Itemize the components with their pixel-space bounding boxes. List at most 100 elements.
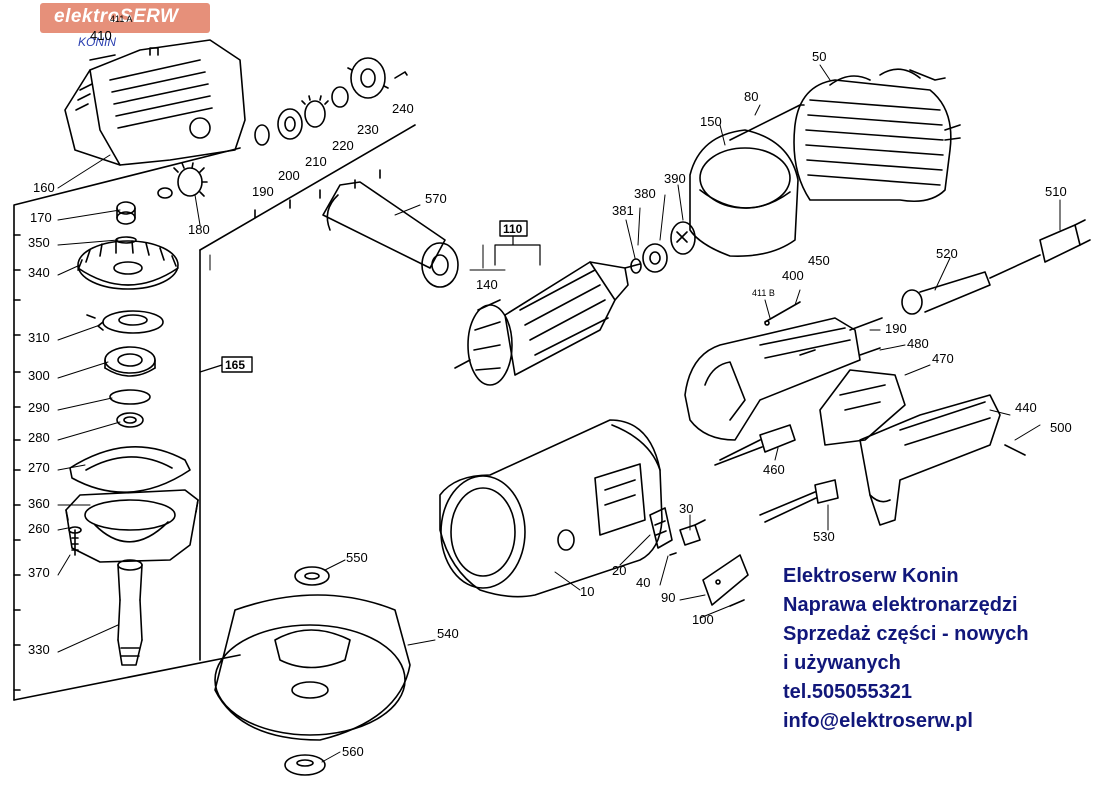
part-label-10: 10 [580,584,594,599]
bracket-110 [494,235,541,266]
part-label-411a: 411 A [110,14,132,24]
part-label-381: 381 [612,203,634,218]
info-company: Elektroserw Konin [783,565,959,587]
cable-clamp-490 [849,317,883,331]
motor-housing [439,419,663,598]
stator [793,68,961,203]
part-label-390: 390 [664,171,686,186]
part-label-550: 550 [346,550,368,565]
part-label-160: 160 [33,180,55,195]
ball-bearing [104,346,156,377]
spindle [117,559,143,666]
wheel-guard [214,594,411,741]
locking-nut [294,566,330,586]
part-label-100: 100 [692,612,714,627]
info-phone: tel.505055321 [783,681,913,703]
ring-170 [157,187,173,199]
screw-240 [394,71,408,79]
spindle-housing [65,446,199,563]
part-label-460: 460 [763,462,785,477]
air-baffle [689,129,799,257]
bearing-380 [642,243,668,273]
part-label-80: 80 [744,89,758,104]
part-label-330: 330 [28,642,50,657]
cable-sleeve [901,271,991,315]
part-label-90: 90 [661,590,675,605]
part-label-290: 290 [28,400,50,415]
ring-220 [331,86,349,108]
washer-190 [254,124,270,146]
handle-half [684,317,861,441]
suppressor [714,424,796,466]
info-parts-sale: Sprzedaż części - nowych [783,623,1029,645]
part-label-350: 350 [28,235,50,250]
part-label-40: 40 [636,575,650,590]
washer-411b [764,320,770,326]
screw-480 [859,347,881,356]
info-email: info@elektroserw.pl [783,710,973,732]
part-label-450: 450 [808,253,830,268]
bushing-350 [116,201,136,225]
part-label-480: 480 [907,336,929,351]
power-cable-plug [989,219,1091,279]
flange-nut [284,754,326,776]
info-parts-used: i używanych [783,652,901,674]
part-label-50: 50 [812,49,826,64]
screw-400 [764,301,801,323]
assembly-bracket-165 [199,124,416,661]
side-handle [322,181,459,288]
brush-holder [649,507,673,549]
logo-text: elektroSERW [54,6,179,27]
part-label-190b: 190 [885,321,907,336]
part-label-220: 220 [332,138,354,153]
logo-subtitle: KONIN [78,35,117,49]
bevel-gear [77,240,179,290]
part-label-110: 110 [503,222,523,236]
part-labels: 160 170 350 340 310 300 290 280 270 360 … [28,14,1072,759]
part-label-530: 530 [813,529,835,544]
part-label-411b: 411 B [752,288,775,298]
handle-cover [859,394,1001,526]
carbon-brush [679,519,706,546]
part-label-540: 540 [437,626,459,641]
bearing-flange [86,310,164,334]
info-service: Naprawa elektronarzędzi [783,594,1018,616]
part-label-230: 230 [357,122,379,137]
leader-165 [199,364,223,373]
brush-cover [702,554,749,606]
screw-370 [68,526,82,556]
washer-290 [109,389,151,405]
switch [819,369,906,446]
part-label-380: 380 [634,186,656,201]
part-label-140: 140 [476,277,498,292]
part-label-560: 560 [342,744,364,759]
company-logo: elektroSERW [40,3,210,33]
part-label-280: 280 [28,430,50,445]
drive-pinion [173,162,208,197]
part-label-260: 260 [28,521,50,536]
part-label-190a: 190 [252,184,274,199]
screw-500 [1004,444,1026,456]
part-label-20: 20 [612,563,626,578]
part-label-370: 370 [28,565,50,580]
part-label-150: 150 [700,114,722,129]
terminal-block [759,479,839,523]
part-label-30: 30 [679,501,693,516]
part-label-310: 310 [28,330,50,345]
part-label-520: 520 [936,246,958,261]
gear-210 [301,95,329,128]
part-label-410: 410 [90,28,112,43]
leader-lines [57,64,1061,763]
part-label-470: 470 [932,351,954,366]
part-label-240: 240 [392,101,414,116]
part-label-440: 440 [1015,400,1037,415]
screw-80 [729,104,805,141]
part-label-210: 210 [305,154,327,169]
gear-housing [64,39,246,166]
part-label-500: 500 [1050,420,1072,435]
cap-390 [670,221,696,255]
assembly-bracket-160 [13,147,241,701]
part-label-340: 340 [28,265,50,280]
